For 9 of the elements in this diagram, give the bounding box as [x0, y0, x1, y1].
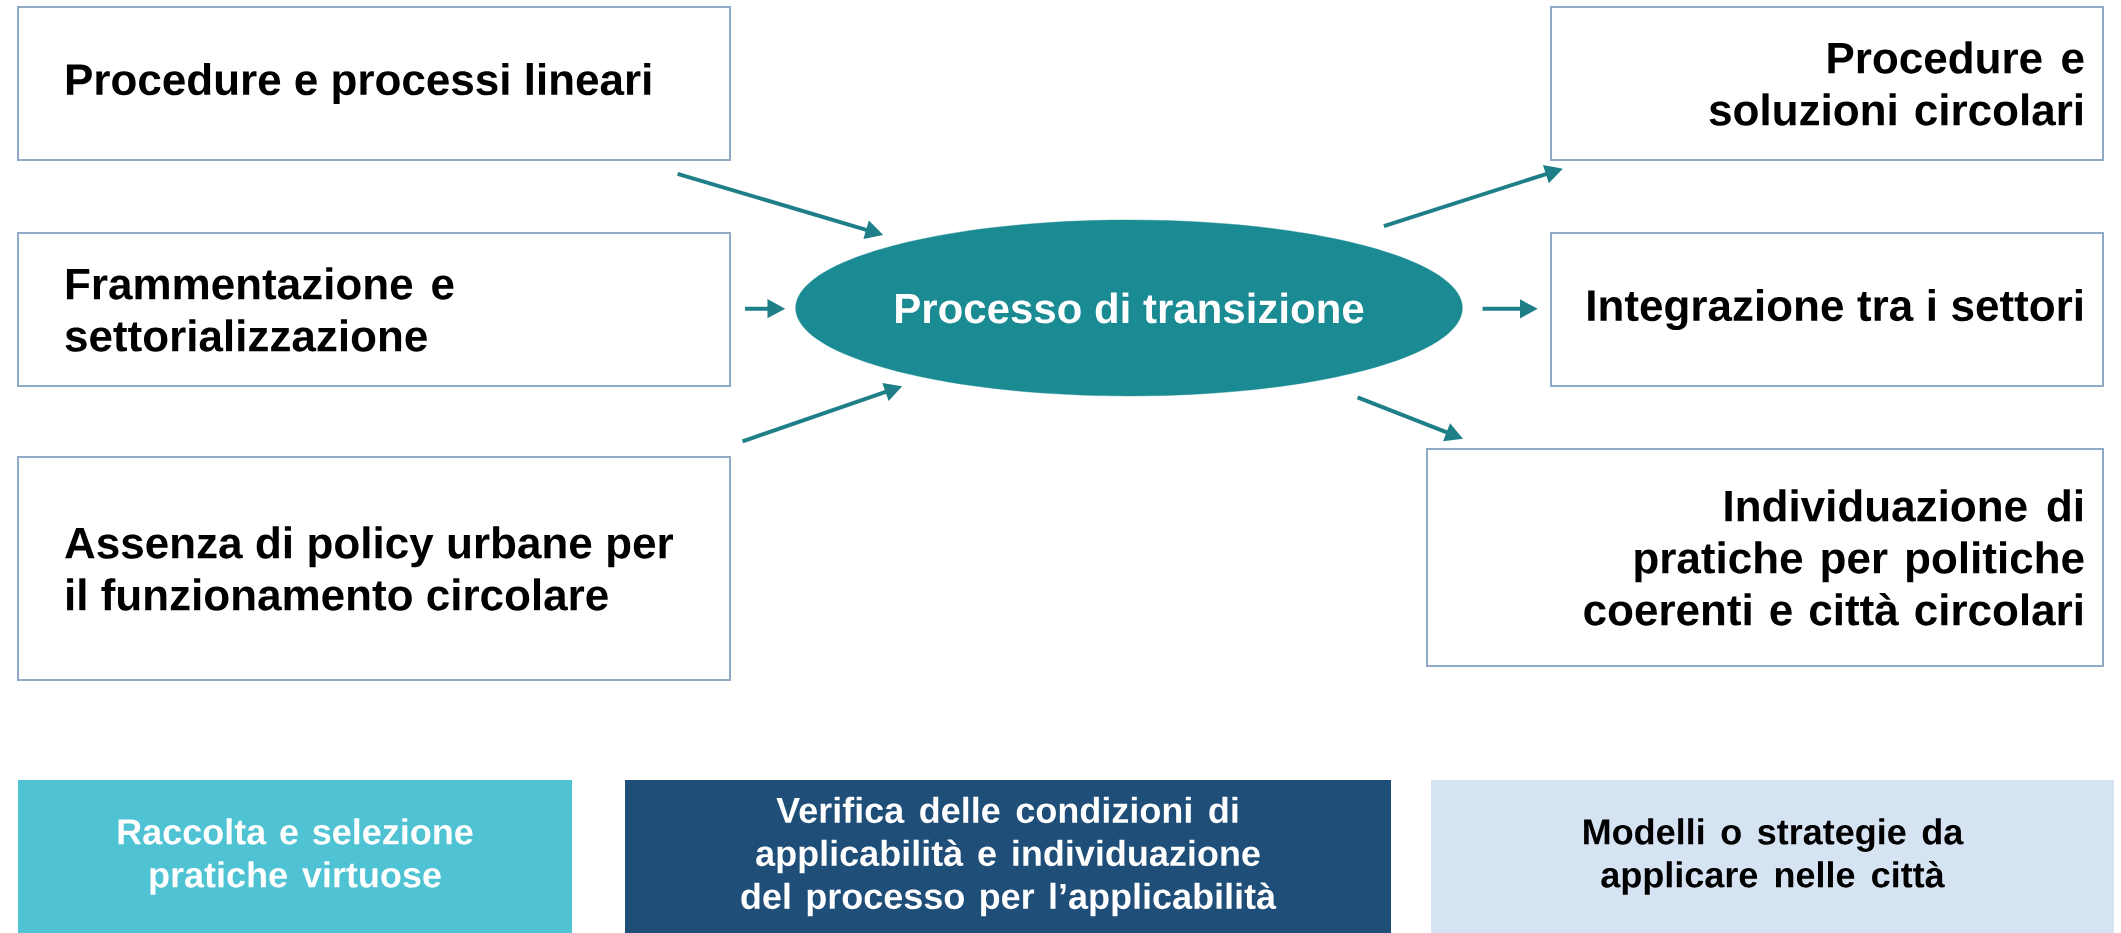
process-box: Assenza di policy urbane per il funzionamento circolare — [17, 456, 731, 681]
process-box: Frammentazione e settorializzazione — [17, 232, 731, 387]
process-box: Procedure e processi lineari — [17, 6, 731, 161]
outcome-box: Individuazione di pratiche per politiche coerenti e città circolari — [1426, 448, 2104, 667]
step-box: Verifica delle condizioni di applicabilità e individuazione del processo per l’applicabilità — [625, 780, 1391, 933]
outcome-box: Integrazione tra i settori — [1550, 232, 2104, 387]
step-box: Raccolta e selezione pratiche virtuose — [18, 780, 572, 933]
outcome-box: Procedure e soluzioni circolari — [1550, 6, 2104, 161]
step-box: Modelli o strategie da applicare nelle città — [1431, 780, 2114, 933]
